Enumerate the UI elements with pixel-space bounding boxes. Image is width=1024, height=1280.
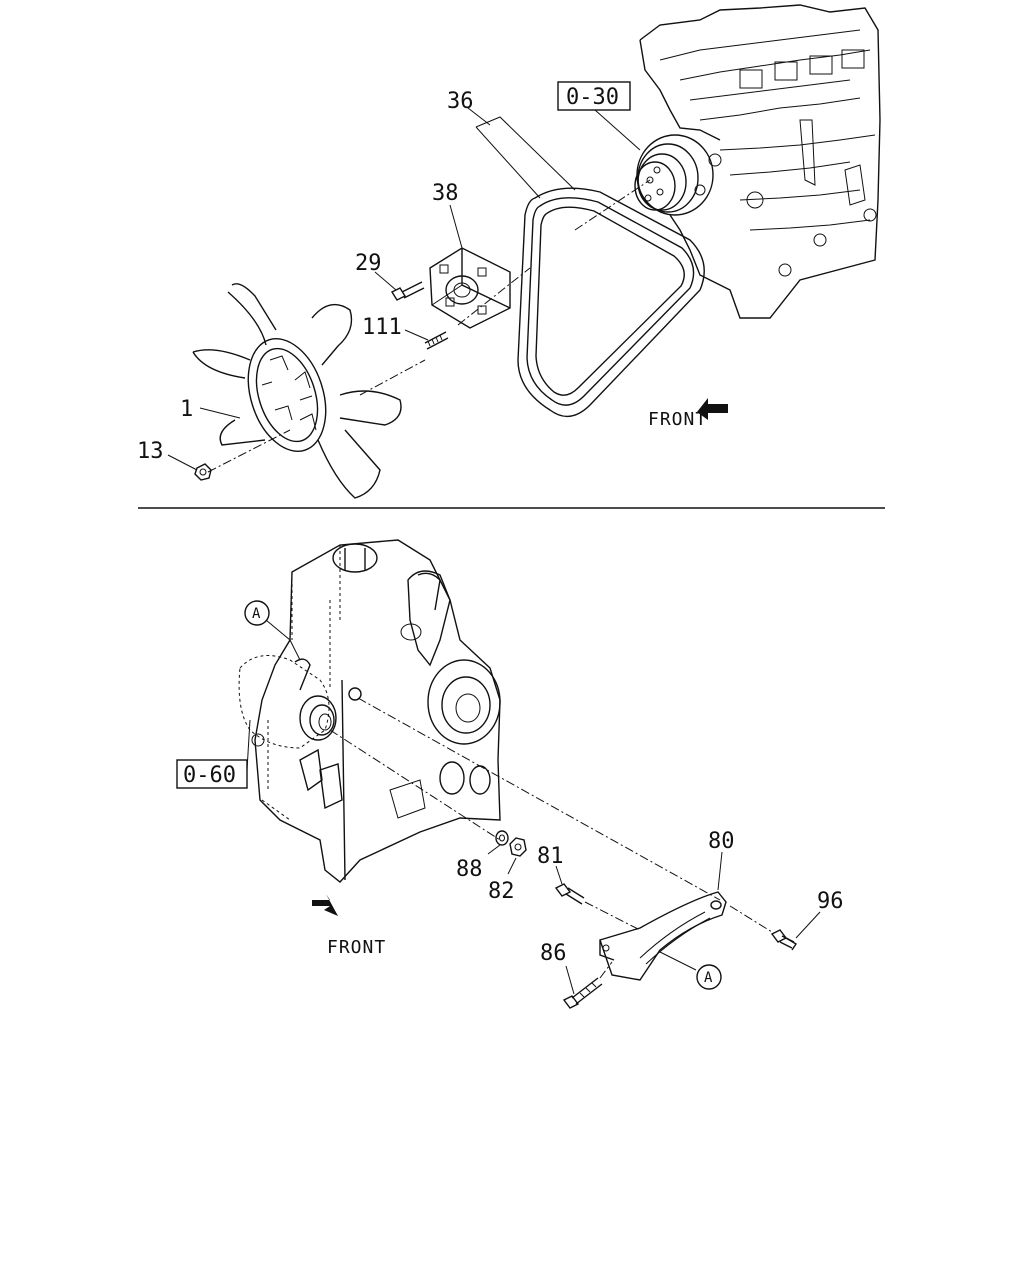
callout-81: 81 [537, 844, 564, 869]
washer-88 [495, 830, 509, 846]
leader-1 [199, 407, 241, 419]
leader-a-top [265, 619, 301, 661]
stud-111 [424, 331, 449, 350]
leader-a-bottom [659, 951, 697, 971]
axis-line-nuts [329, 729, 501, 841]
ref-label-0-60: 0-60 [183, 763, 236, 788]
callout-29: 29 [355, 251, 382, 276]
washer-engine [348, 687, 362, 701]
front-arrow-upper [697, 398, 728, 420]
ref-box-0-30 [557, 81, 631, 111]
leader-0-60 [246, 719, 251, 771]
fan-pulley [429, 247, 511, 329]
callout-36: 36 [447, 89, 474, 114]
callout-38: 38 [432, 181, 459, 206]
axis-line-86 [599, 961, 613, 979]
callout-13: 13 [137, 439, 164, 464]
lower-section: A [176, 539, 844, 1009]
v-belt [517, 187, 705, 418]
circle-marker-a-bottom-label: A [704, 970, 713, 986]
adjusting-bracket [599, 891, 727, 981]
engine-block-lower [254, 539, 501, 883]
leader-111 [404, 329, 429, 341]
leader-13 [167, 454, 198, 471]
upper-section: 36 38 29 111 1 13 0-30 FRONT [137, 4, 881, 499]
axis-line-96 [729, 905, 773, 933]
circle-marker-a-top [244, 600, 270, 626]
engine-block-upper [639, 4, 881, 319]
callout-111: 111 [362, 315, 402, 340]
leader-80 [717, 851, 723, 891]
leader-81 [555, 865, 563, 885]
callout-80: 80 [708, 829, 735, 854]
bolt-96 [770, 929, 797, 951]
leader-29 [374, 271, 397, 291]
cooling-fan [192, 283, 402, 499]
callout-1: 1 [180, 397, 193, 422]
bolt-81 [554, 883, 585, 905]
circle-marker-a-top-label: A [252, 606, 261, 622]
circle-marker-a-bottom [696, 964, 722, 990]
leader-82 [507, 857, 517, 875]
leader-38 [449, 204, 463, 249]
callout-86: 86 [540, 941, 567, 966]
callout-82: 82 [488, 879, 515, 904]
belt-callout-bracket-b [475, 126, 541, 199]
front-label-upper: FRONT [648, 409, 707, 430]
leader-0-30 [594, 109, 641, 151]
callout-88: 88 [456, 857, 483, 882]
nut-82 [509, 837, 527, 857]
belt-callout-bracket-a [475, 116, 576, 191]
axis-line-bracket [357, 697, 721, 901]
leader-88 [487, 844, 501, 855]
ref-box-0-60 [176, 759, 248, 789]
crank-pulley [634, 134, 714, 216]
front-label-lower: FRONT [327, 937, 386, 958]
leader-96 [795, 911, 821, 939]
front-arrow-lower [312, 894, 338, 916]
ref-label-0-30: 0-30 [566, 85, 619, 110]
axis-line-81 [584, 901, 641, 931]
alternator [238, 655, 337, 749]
callout-96: 96 [817, 889, 844, 914]
bolt-29 [390, 281, 425, 301]
axis-line-upper [207, 179, 651, 473]
leader-86 [565, 965, 575, 995]
nut-13 [194, 463, 212, 481]
bolt-86 [562, 977, 603, 1009]
